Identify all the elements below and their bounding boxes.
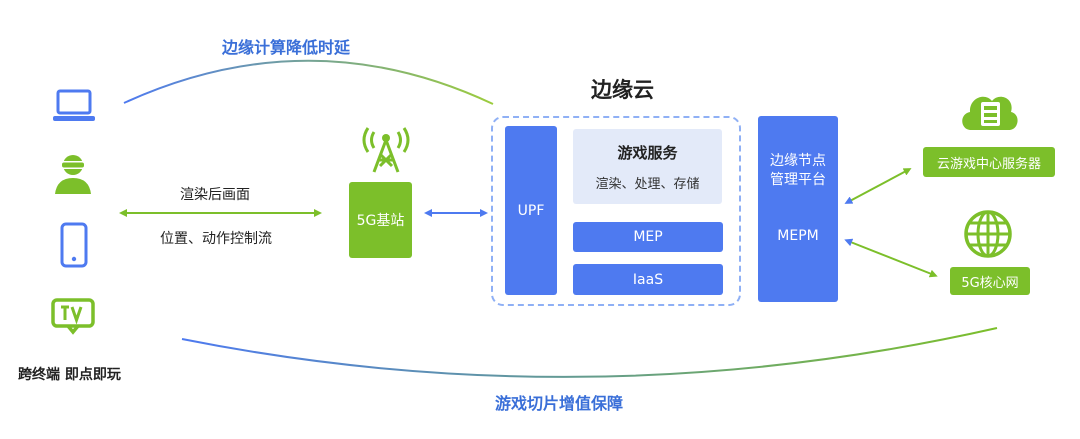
top-arc-label: 边缘计算降低时延 bbox=[222, 38, 351, 57]
top-latency-arc bbox=[123, 59, 494, 105]
iaas-box: IaaS bbox=[573, 264, 723, 295]
mepm-server-arrow bbox=[844, 168, 912, 204]
mep-box: MEP bbox=[573, 222, 723, 252]
globe-icon bbox=[962, 208, 1014, 260]
tv-icon bbox=[50, 297, 95, 341]
antenna-tower-icon bbox=[358, 118, 414, 174]
bottom-slice-arc bbox=[181, 327, 998, 378]
mepm-title-line1: 边缘节点 bbox=[770, 153, 826, 169]
game-service-subtitle: 渲染、处理、存储 bbox=[595, 176, 700, 192]
game-service-box: 游戏服务 渲染、处理、存储 bbox=[573, 129, 722, 204]
cloud-server-icon bbox=[957, 84, 1023, 136]
bottom-arc-label: 游戏切片增值保障 bbox=[495, 394, 624, 413]
mepm-title-line2: 管理平台 bbox=[770, 172, 826, 188]
flow-label-control-stream: 位置、动作控制流 bbox=[160, 231, 272, 247]
core-network-box: 5G核心网 bbox=[950, 267, 1030, 295]
edge-cloud-title: 边缘云 bbox=[591, 78, 654, 102]
mepm-box: 边缘节点 管理平台 MEPM bbox=[758, 116, 838, 302]
mepm-label: MEPM bbox=[777, 228, 819, 244]
upf-box: UPF bbox=[505, 126, 557, 295]
mepm-core-arrow bbox=[844, 238, 938, 278]
edge-cloud-frame bbox=[491, 116, 741, 306]
base-station-box: 5G基站 bbox=[349, 182, 412, 258]
cloud-game-server-box: 云游戏中心服务器 bbox=[923, 147, 1055, 177]
game-service-title: 游戏服务 bbox=[617, 143, 678, 162]
gamer-icon bbox=[51, 152, 95, 196]
phone-icon bbox=[52, 222, 96, 268]
devices-caption: 跨终端 即点即玩 bbox=[18, 367, 121, 383]
laptop-icon bbox=[52, 85, 96, 129]
flow-label-rendered-frames: 渲染后画面 bbox=[180, 187, 250, 203]
